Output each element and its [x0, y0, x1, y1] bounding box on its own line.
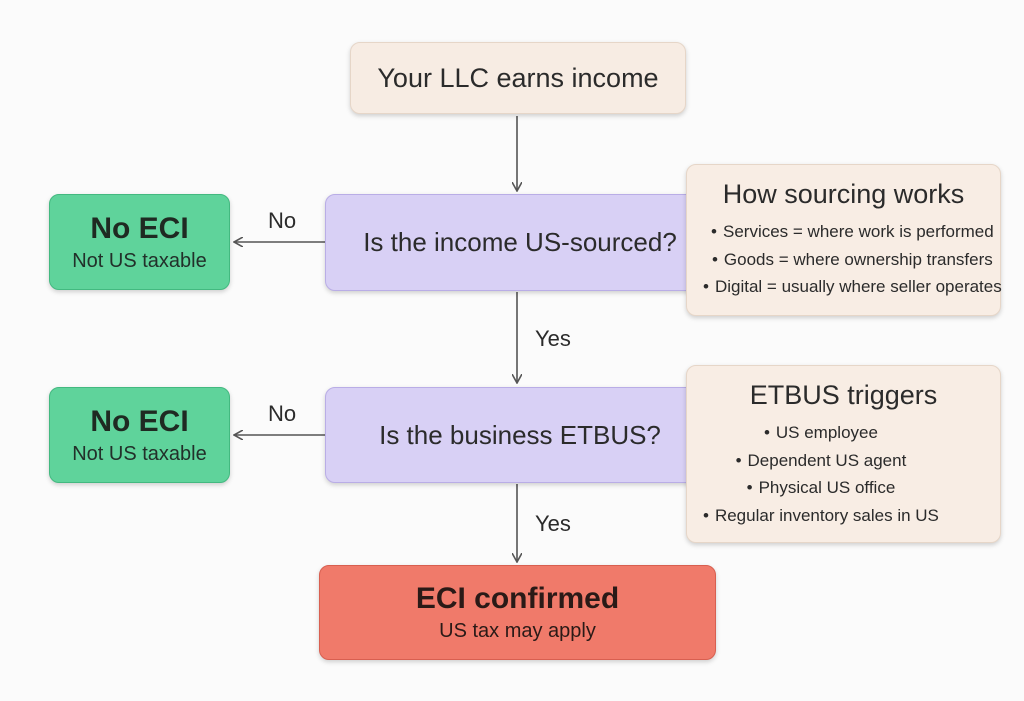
eci-confirmed-title: ECI confirmed [415, 582, 620, 615]
decision-us-sourced-label: Is the income US-sourced? [363, 227, 677, 257]
edge-label-no-1: No [268, 208, 297, 233]
edge-label-yes-2: Yes [535, 511, 571, 536]
edge-label-yes-1: Yes [535, 326, 571, 351]
etbus-item: Physical US office [703, 474, 939, 502]
sourcing-item: Services = where work is performed [703, 218, 1002, 246]
sourcing-panel-title: How sourcing works [722, 179, 965, 209]
start-node: Your LLC earns income [350, 42, 686, 114]
etbus-list: US employee Dependent US agent Physical … [703, 419, 939, 529]
eci-confirmed-subtitle: US tax may apply [439, 620, 596, 642]
start-label: Your LLC earns income [377, 62, 659, 93]
no-eci-subtitle-1: Not US taxable [72, 249, 207, 272]
no-eci-box-2: No ECI Not US taxable [49, 387, 230, 483]
etbus-item: US employee [703, 419, 939, 447]
eci-confirmed-box: ECI confirmed US tax may apply [319, 565, 716, 660]
etbus-item: Regular inventory sales in US [703, 502, 939, 530]
etbus-triggers-panel: ETBUS triggers US employee Dependent US … [686, 365, 1001, 543]
no-eci-box-1: No ECI Not US taxable [49, 194, 230, 290]
no-eci-subtitle-2: Not US taxable [72, 442, 207, 465]
decision-etbus-label: Is the business ETBUS? [379, 419, 661, 450]
decision-us-sourced: Is the income US-sourced? [325, 194, 715, 291]
etbus-item: Dependent US agent [703, 447, 939, 475]
sourcing-item: Digital = usually where seller operates [703, 273, 1002, 301]
decision-etbus: Is the business ETBUS? [325, 387, 715, 483]
sourcing-list: Services = where work is performed Goods… [703, 218, 1002, 301]
etbus-panel-title: ETBUS triggers [749, 380, 938, 410]
no-eci-title-2: No ECI [90, 404, 189, 438]
no-eci-title-1: No ECI [90, 211, 189, 245]
sourcing-item: Goods = where ownership transfers [703, 246, 1002, 274]
edge-label-no-2: No [268, 401, 297, 426]
sourcing-info-panel: How sourcing works Services = where work… [686, 164, 1002, 316]
